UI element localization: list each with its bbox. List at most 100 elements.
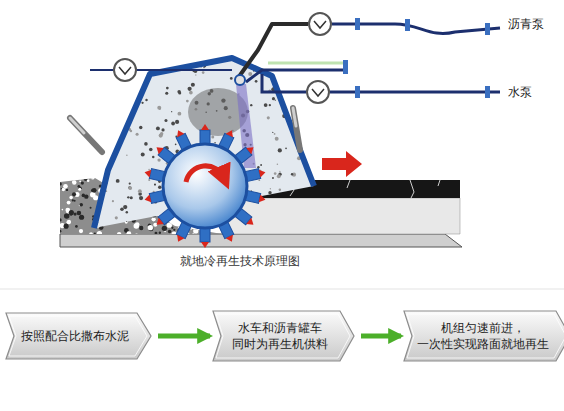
mix-dot <box>128 186 131 189</box>
mix-dot <box>309 200 313 204</box>
mix-dot <box>177 90 180 93</box>
gravel-dot <box>171 227 173 229</box>
mix-dot <box>279 171 280 172</box>
gravel-dot <box>72 180 75 183</box>
pump-gauge <box>307 81 329 103</box>
gravel-dot <box>175 221 178 224</box>
mix-dot <box>165 92 168 95</box>
mix-dot <box>312 202 313 203</box>
gravel-dot <box>78 185 81 188</box>
mix-dot <box>157 158 160 161</box>
gravel-dot <box>91 189 94 192</box>
gravel-dot <box>151 217 155 221</box>
mix-dot <box>271 224 274 227</box>
pipe-fitting <box>485 86 490 98</box>
mix-dot <box>154 184 156 186</box>
mix-dot <box>277 174 281 178</box>
mix-dot <box>118 84 120 86</box>
pipe-fitting <box>355 86 360 98</box>
mix-dot <box>143 60 144 61</box>
mix-dot <box>267 116 270 119</box>
mix-dot <box>123 205 127 209</box>
mix-dot <box>153 63 157 67</box>
gravel-dot <box>159 232 161 234</box>
mix-dot <box>112 200 114 202</box>
mix-dot <box>124 113 125 114</box>
gravel-dot <box>59 230 62 233</box>
gravel-dot <box>73 212 76 215</box>
gravel-dot <box>90 207 92 209</box>
mix-dot <box>277 164 279 166</box>
mix-dot <box>98 112 101 115</box>
gravel-dot <box>66 220 70 224</box>
mix-dot <box>139 196 143 200</box>
mix-dot <box>96 86 97 87</box>
gravel-dot <box>66 189 68 191</box>
gravel-dot <box>80 178 82 180</box>
mix-dot <box>203 67 204 68</box>
mix-dot <box>152 156 155 159</box>
process-box: 水车和沥青罐车 同时为再生机供料 <box>212 310 355 362</box>
gravel-dot <box>134 223 140 229</box>
gravel-dot <box>72 199 74 201</box>
mix-dot <box>274 172 277 175</box>
mix-dot <box>118 111 122 115</box>
mix-dot <box>307 131 309 133</box>
mix-dot <box>138 75 142 79</box>
mix-dot <box>164 119 167 122</box>
mix-dot <box>158 186 162 190</box>
mix-dot <box>260 164 262 166</box>
mix-dot <box>138 189 142 193</box>
mix-dot <box>116 130 120 134</box>
mix-dot <box>98 155 101 158</box>
mix-dot <box>281 216 283 218</box>
mix-dot <box>250 104 252 106</box>
mix-dot <box>148 179 150 181</box>
process-box: 按照配合比撒布水泥 <box>5 312 152 360</box>
hydraulic-rod <box>293 108 300 150</box>
gravel-dot <box>79 215 84 220</box>
gravel-dot <box>79 203 83 207</box>
gravel-dot <box>193 228 198 233</box>
mix-dot <box>272 97 275 100</box>
gravel-dot <box>71 174 75 178</box>
pipe-fitting <box>405 19 410 31</box>
mix-dot <box>175 144 177 146</box>
mix-dot <box>230 77 233 80</box>
mix-dot <box>283 212 286 215</box>
mix-dot <box>308 110 311 113</box>
mix-dot <box>191 83 195 87</box>
gravel-dot <box>77 211 82 216</box>
hydraulic-rod <box>293 108 296 126</box>
mix-dot <box>278 148 282 152</box>
mix-dot <box>141 152 145 156</box>
gravel-dot <box>59 182 62 185</box>
gravel-dot <box>62 209 64 211</box>
arrow-box-shape <box>403 310 564 362</box>
mix-dot <box>107 124 108 125</box>
mix-dot <box>275 100 276 101</box>
mix-dot <box>127 196 129 198</box>
gravel-dot <box>155 232 158 235</box>
mix-dot <box>161 128 164 131</box>
base-course <box>215 198 460 234</box>
mix-dot <box>258 179 260 181</box>
gravel-dot <box>93 195 98 200</box>
mix-dot <box>120 130 121 131</box>
nozzle <box>235 75 245 85</box>
pipe-fitting <box>355 18 360 30</box>
mix-dot <box>268 191 271 194</box>
mix-dot <box>124 100 127 103</box>
gravel-dot <box>64 224 69 229</box>
gravel-dot <box>92 188 97 193</box>
mix-dot <box>157 106 161 110</box>
hydraulic-rod <box>70 118 84 133</box>
mix-dot <box>275 137 279 141</box>
mix-dot <box>270 188 271 189</box>
mix-dot <box>294 73 298 77</box>
mix-dot <box>113 95 116 98</box>
gravel-dot <box>68 178 70 180</box>
mix-dot <box>115 216 118 219</box>
mix-dot <box>145 99 147 101</box>
gravel-dot <box>135 233 138 236</box>
